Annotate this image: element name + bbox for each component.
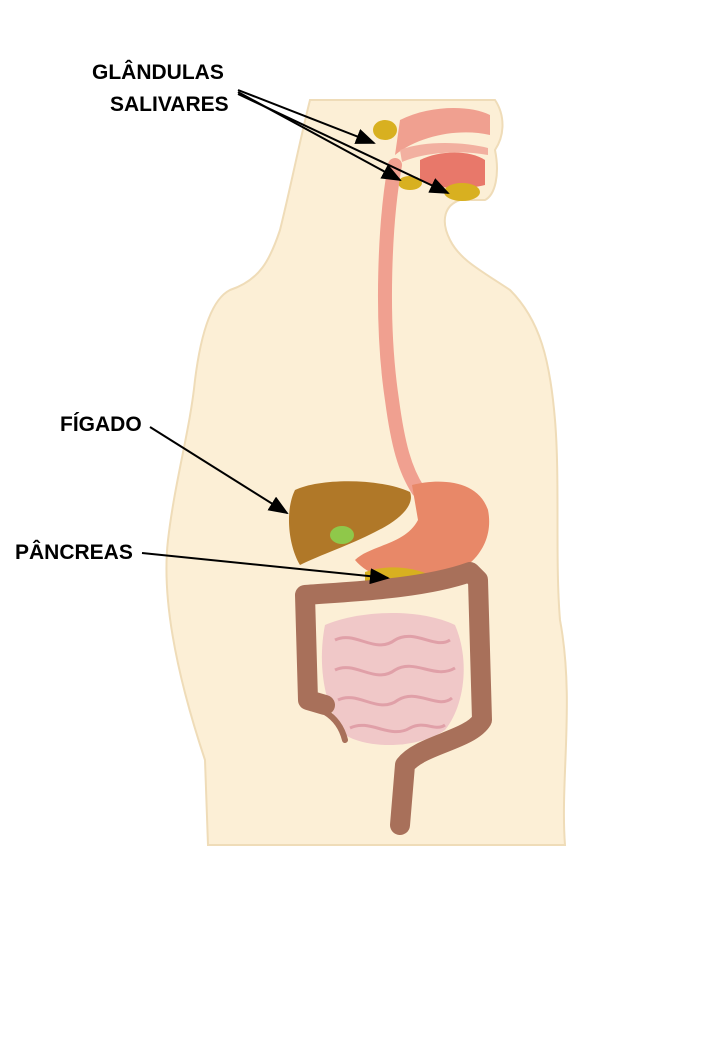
tongue: [400, 143, 488, 162]
gallbladder: [330, 526, 354, 544]
sublingual-gland: [398, 176, 422, 190]
small-intestine-loops: [334, 634, 456, 734]
body-silhouette: [165, 99, 568, 846]
appendix: [322, 709, 348, 743]
nasal-cavity: [395, 108, 490, 155]
esophagus: [378, 158, 425, 497]
parotid-gland: [373, 120, 397, 140]
large-intestine: [295, 562, 492, 835]
label-salivary-glands-line2: SALIVARES: [110, 93, 229, 116]
arrow-salivary-1: [237, 89, 376, 144]
small-intestine: [321, 612, 464, 746]
label-pancreas: PÂNCREAS: [15, 541, 133, 564]
label-liver: FÍGADO: [60, 413, 142, 436]
label-salivary-glands-line1: GLÂNDULAS: [92, 61, 224, 84]
arrow-pancreas: [141, 552, 390, 585]
arrow-salivary-3: [237, 93, 450, 194]
stomach: [355, 481, 490, 582]
submandibular-gland: [444, 183, 480, 201]
arrow-liver: [149, 426, 289, 515]
liver: [288, 481, 411, 565]
